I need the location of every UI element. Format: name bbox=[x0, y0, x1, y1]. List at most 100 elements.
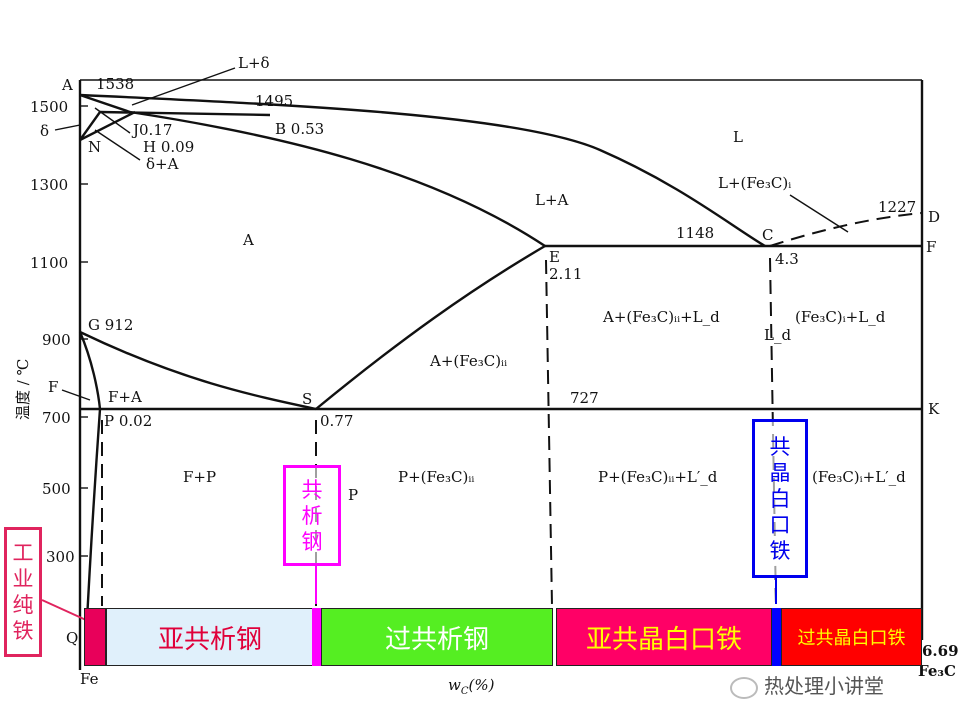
leader-l-delta bbox=[131, 67, 236, 106]
label-2-11: 2.11 bbox=[549, 265, 582, 283]
label-s: S bbox=[302, 390, 312, 408]
tick-900: 900 bbox=[42, 331, 71, 349]
leader-delta-a bbox=[94, 129, 141, 161]
label-c: C bbox=[762, 226, 773, 244]
band-hypereutectoid-steel: 过共析钢 bbox=[321, 608, 553, 666]
char: 纯 bbox=[12, 593, 34, 617]
label-k: K bbox=[928, 400, 940, 418]
char: 工 bbox=[12, 541, 34, 565]
y-ticks bbox=[80, 105, 88, 557]
arrow-pure-iron bbox=[41, 599, 87, 621]
leader-delta bbox=[54, 124, 81, 131]
band-hypoeutectic-iron: 亚共晶白口铁 bbox=[556, 608, 772, 666]
label-h: H 0.09 bbox=[143, 138, 194, 156]
label-a-fe3c-ii: A+(Fe₃C)ᵢᵢ bbox=[429, 352, 507, 370]
label-l-a: L+A bbox=[535, 191, 569, 209]
char: 铁 bbox=[769, 538, 791, 563]
label-p-fe3c-ii-ldp: P+(Fe₃C)ᵢᵢ+L′_d bbox=[598, 468, 718, 486]
tick-1500: 1500 bbox=[30, 98, 68, 116]
label-f-p: F+P bbox=[183, 468, 216, 486]
wechat-icon bbox=[730, 676, 758, 699]
leader-fe3c-i bbox=[789, 194, 849, 233]
label-1227: 1227 bbox=[878, 198, 916, 216]
solidus-JE bbox=[129, 110, 546, 248]
label-a-fe3c-ii-ld: A+(Fe₃C)ᵢᵢ+L_d bbox=[602, 308, 720, 326]
band-eutectic-marker bbox=[772, 608, 781, 666]
char: 钢 bbox=[301, 529, 323, 554]
delta-boundaries-NH-NJ bbox=[79, 110, 136, 142]
label-fe3c-i-ldp: (Fe₃C)ᵢ+L′_d bbox=[812, 468, 906, 486]
band-label: 过共晶白口铁 bbox=[797, 628, 906, 649]
x-label-6-69: 6.69 bbox=[922, 642, 959, 660]
band-label: 过共析钢 bbox=[384, 624, 489, 655]
band-label: 亚共晶白口铁 bbox=[585, 624, 742, 655]
band-label: 亚共析钢 bbox=[157, 624, 262, 655]
label-l-fe3c-i: L+(Fe₃C)ᵢ bbox=[718, 174, 791, 192]
label-e: E bbox=[549, 248, 560, 266]
label-ld: L_d bbox=[764, 326, 791, 344]
y-axis-label: 温度 / ℃ bbox=[14, 359, 32, 420]
label-l-delta: L+δ bbox=[238, 54, 270, 72]
tick-1300: 1300 bbox=[30, 176, 68, 194]
leader-j bbox=[94, 107, 131, 134]
liquidus-ABC bbox=[79, 93, 766, 248]
char: 白 bbox=[769, 486, 791, 511]
label-fe3c-i-ld: (Fe₃C)ᵢ+L_d bbox=[795, 308, 886, 326]
line-ES bbox=[315, 244, 546, 410]
x-label-fe: Fe bbox=[80, 670, 99, 688]
band-hypereutectic-iron: 过共晶白口铁 bbox=[781, 608, 922, 666]
label-q: Q bbox=[66, 629, 78, 647]
leader-f bbox=[61, 389, 91, 401]
label-a: A bbox=[61, 76, 73, 94]
band-eutectoid-marker bbox=[312, 608, 321, 666]
label-1495: 1495 bbox=[255, 92, 293, 110]
char: 业 bbox=[12, 567, 34, 591]
label-f-point: F bbox=[926, 238, 936, 256]
line-GS bbox=[79, 330, 317, 411]
char: 口 bbox=[769, 512, 791, 537]
label-1538: 1538 bbox=[96, 75, 134, 93]
callout-eutectic-iron: 共晶白口铁 bbox=[752, 419, 808, 578]
label-p-fe3c-ii: P+(Fe₃C)ᵢᵢ bbox=[398, 468, 474, 486]
watermark: 热处理小讲堂 bbox=[730, 670, 884, 699]
label-delta: δ bbox=[40, 122, 49, 140]
tick-700: 700 bbox=[42, 409, 71, 427]
x-label-fe3c: Fe₃C bbox=[918, 662, 956, 680]
label-austenite: A bbox=[242, 231, 254, 249]
label-l: L bbox=[733, 128, 743, 146]
label-ferrite: F bbox=[48, 378, 58, 396]
band-hypoeutectoid-steel: 亚共析钢 bbox=[106, 608, 314, 666]
char: 共 bbox=[301, 477, 323, 502]
label-4-3: 4.3 bbox=[775, 250, 799, 268]
char: 晶 bbox=[769, 460, 791, 485]
band-pure-iron bbox=[84, 608, 106, 666]
label-delta-a: δ+A bbox=[146, 155, 179, 173]
label-1148: 1148 bbox=[676, 224, 714, 242]
tick-500: 500 bbox=[42, 480, 71, 498]
line-PQ bbox=[84, 408, 102, 641]
watermark-text: 热处理小讲堂 bbox=[764, 674, 884, 698]
label-g: G 912 bbox=[88, 316, 133, 334]
dashed-e bbox=[545, 259, 553, 607]
label-b: B 0.53 bbox=[275, 120, 324, 138]
line-GP bbox=[78, 331, 102, 410]
label-727: 727 bbox=[570, 389, 599, 407]
label-f-a: F+A bbox=[108, 388, 142, 406]
tick-1100: 1100 bbox=[30, 254, 68, 272]
label-n: N bbox=[88, 138, 101, 156]
liquidus-CD bbox=[769, 212, 923, 247]
label-d: D bbox=[928, 208, 940, 226]
char: 共 bbox=[769, 434, 791, 459]
char: 铁 bbox=[12, 619, 34, 643]
tick-300: 300 bbox=[46, 548, 75, 566]
peritectic-line-HJB bbox=[99, 110, 271, 117]
label-pearlite: P bbox=[348, 486, 358, 504]
x-axis-label: wC(%) bbox=[448, 676, 495, 697]
callout-pure-iron: 工业纯铁 bbox=[4, 527, 42, 657]
solidus-AH bbox=[79, 93, 131, 114]
callout-eutectoid-steel: 共析钢 bbox=[283, 465, 341, 566]
char: 析 bbox=[301, 503, 323, 528]
label-j: J0.17 bbox=[131, 121, 172, 139]
label-0-77: 0.77 bbox=[320, 412, 353, 430]
